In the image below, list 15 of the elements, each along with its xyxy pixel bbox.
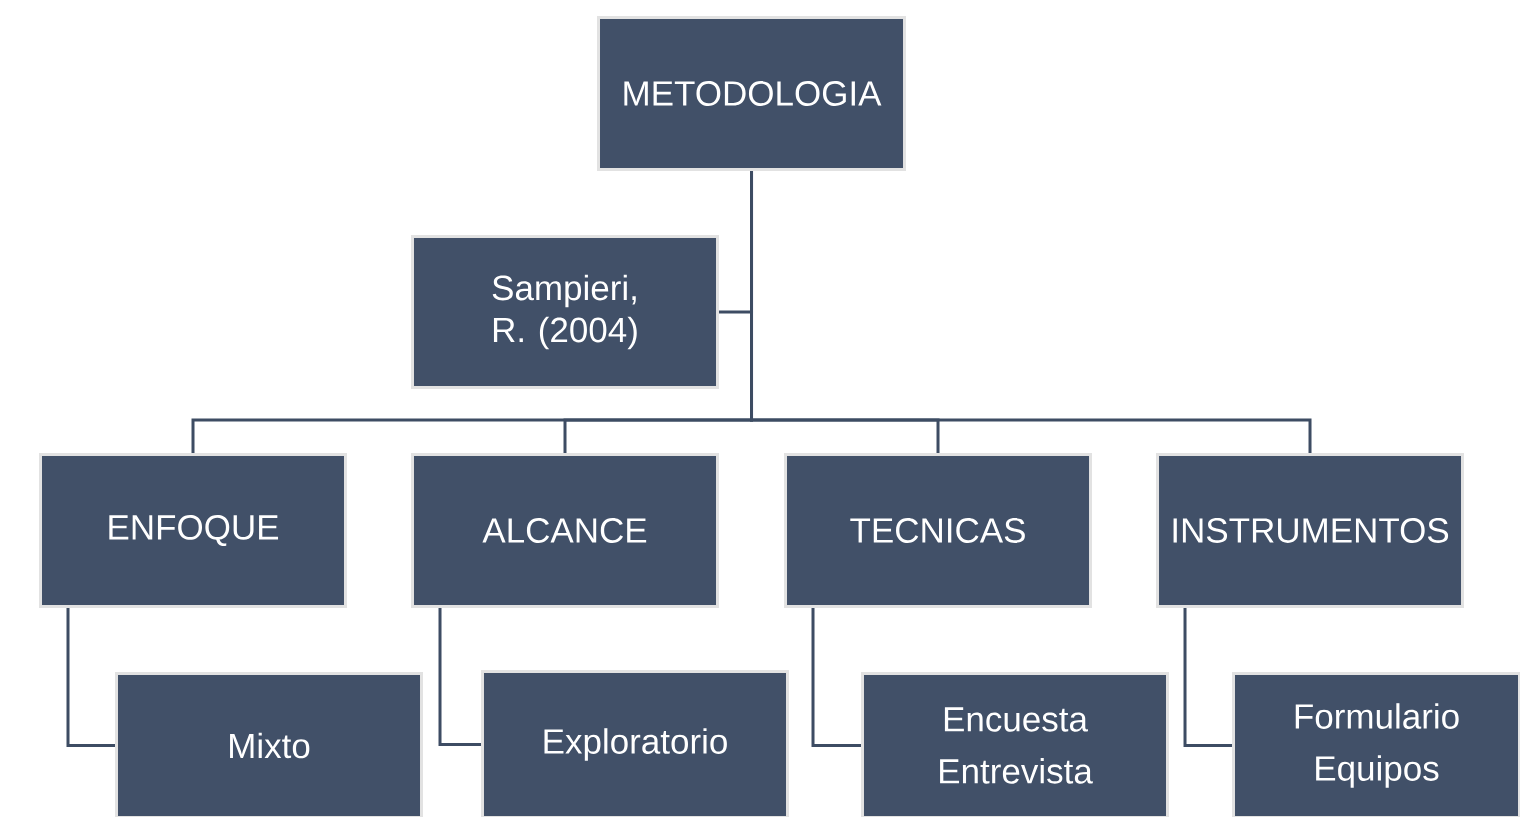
- org-chart-box: METODOLOGIA: [597, 16, 906, 171]
- connector-line: [1183, 608, 1232, 747]
- connector-line: [438, 608, 481, 746]
- org-chart-box: Encuesta Entrevista: [861, 672, 1169, 817]
- org-chart-box: ENFOQUE: [39, 453, 347, 608]
- org-chart-box: ALCANCE: [411, 453, 719, 608]
- org-chart-box: Formulario Equipos: [1232, 672, 1520, 817]
- org-chart-box: TECNICAS: [784, 453, 1092, 608]
- org-chart-box: Sampieri, R. (2004): [411, 235, 719, 389]
- org-chart-box: Mixto: [115, 672, 423, 817]
- org-chart-box: INSTRUMENTOS: [1156, 453, 1464, 608]
- org-chart-box: Exploratorio: [481, 670, 789, 817]
- connector-line: [66, 608, 115, 747]
- connector-line: [811, 608, 861, 747]
- connector-line: [750, 171, 1312, 453]
